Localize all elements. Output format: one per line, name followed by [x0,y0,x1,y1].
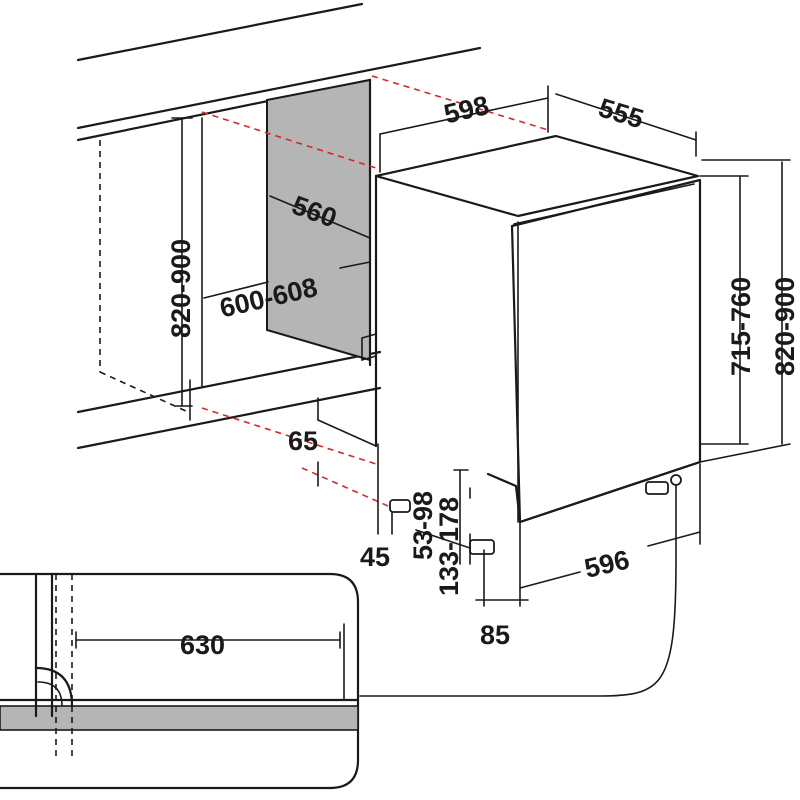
dishwasher-body [374,134,702,555]
dim-front-offset: 85 [480,620,510,650]
red-guide-lines [201,75,549,507]
dimension-lines [171,85,791,697]
dim-right-height-outer: 820-900 [770,277,800,376]
detail-inset [0,572,360,790]
dim-appliance-width: 596 [582,545,633,584]
dim-niche-width: 598 [441,90,492,129]
dim-niche-depth: 555 [595,93,647,135]
dim-door-swing: 630 [180,630,225,660]
rear-wall-panel [266,78,377,367]
dim-toe-depth: 45 [360,542,390,572]
countertop [76,2,482,450]
dim-left-height: 820-900 [166,239,196,338]
dim-foot-height-small: 53-98 [408,491,438,560]
dim-right-height-inner: 715-760 [726,277,756,376]
dim-foot-height-large: 133-178 [434,497,464,596]
hidden-cabinet-outline [99,117,203,413]
dim-toe-gap: 65 [288,426,318,456]
